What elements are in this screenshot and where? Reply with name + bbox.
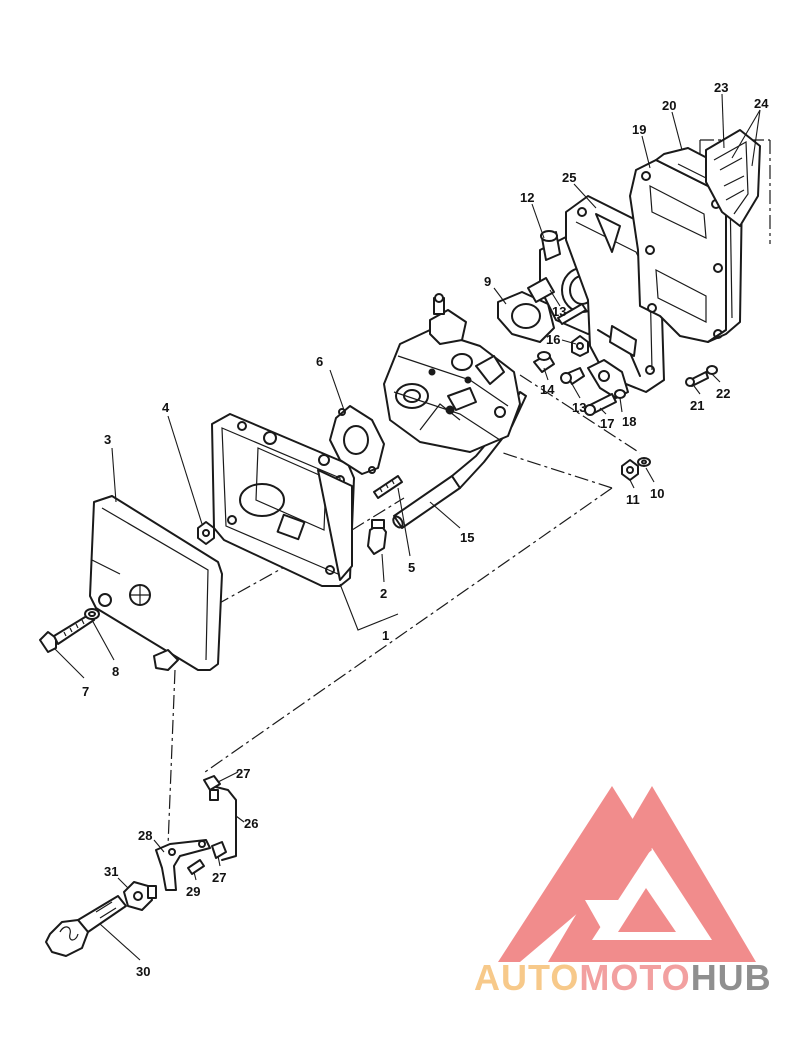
choke-rod-26	[211, 785, 237, 861]
watermark-auto: AUTO	[474, 957, 579, 998]
screw-7	[39, 613, 95, 653]
carburetor-gasket-9	[497, 291, 555, 343]
choke-knob-30	[45, 895, 127, 957]
callout-20: 20	[662, 98, 676, 113]
callout-27-lower: 27	[212, 870, 226, 885]
clip-27-lower	[211, 841, 227, 859]
callout-25: 25	[562, 170, 576, 185]
callout-9: 9	[484, 274, 491, 289]
carburetor-body	[383, 293, 521, 453]
callout-1: 1	[382, 628, 389, 643]
callout-5: 5	[408, 560, 415, 575]
fastener-16	[571, 335, 589, 357]
watermark-triangle-left	[498, 786, 652, 962]
callout-4: 4	[162, 400, 170, 415]
bracket-linkage	[587, 359, 629, 399]
watermark-hub: HUB	[691, 957, 772, 998]
callout-10: 10	[650, 486, 664, 501]
callout-27-upper: 27	[236, 766, 250, 781]
callout-11: 11	[626, 492, 640, 507]
washer-10	[637, 457, 651, 467]
callout-22: 22	[716, 386, 730, 401]
callout-30: 30	[136, 964, 150, 979]
fastener-14	[533, 351, 555, 373]
watermark-wordmark: AUTOMOTOHUB	[474, 957, 772, 998]
leader-lines	[53, 93, 761, 961]
washer-22	[706, 365, 718, 375]
fuel-hose-15	[392, 391, 527, 529]
callout-15: 15	[460, 530, 474, 545]
pin-29	[187, 859, 205, 875]
callout-23: 23	[714, 80, 728, 95]
svg-text:AUTOMOTOHUB: AUTOMOTOHUB	[474, 957, 772, 998]
callout-13-upper: 13	[552, 304, 566, 319]
fitting-2	[367, 519, 387, 555]
callout-7: 7	[82, 684, 89, 699]
callout-26: 26	[244, 816, 258, 831]
screw-13-lower	[560, 367, 585, 385]
callout-12: 12	[520, 190, 534, 205]
watermark-logo	[498, 786, 756, 962]
clip-27-upper	[203, 775, 221, 801]
callout-31: 31	[104, 864, 118, 879]
callout-24: 24	[754, 96, 769, 111]
callout-6: 6	[316, 354, 323, 369]
bushing-31	[123, 881, 157, 911]
callout-28: 28	[138, 828, 152, 843]
callout-29: 29	[186, 884, 200, 899]
reed-valve-assembly-23	[705, 129, 761, 227]
callout-13-lower: 13	[572, 400, 586, 415]
screw-17	[584, 393, 617, 416]
watermark-triangle-core	[618, 888, 676, 932]
callout-19: 19	[632, 122, 646, 137]
callout-3: 3	[104, 432, 111, 447]
callout-17: 17	[600, 416, 614, 431]
nut-4	[197, 521, 215, 545]
carburetor-cover	[89, 495, 223, 671]
stud-5	[373, 475, 403, 499]
screw-21	[685, 371, 709, 387]
watermark-moto: MOTO	[579, 957, 690, 998]
washer-8	[84, 608, 100, 620]
choke-lever-28	[155, 839, 211, 891]
callout-21: 21	[690, 398, 704, 413]
callout-8: 8	[112, 664, 119, 679]
callout-2: 2	[380, 586, 387, 601]
screw-13-upper	[557, 303, 587, 325]
watermark-triangle-inner	[592, 848, 712, 940]
watermark-triangle-notch	[585, 900, 620, 930]
air-silencer-base	[211, 413, 355, 587]
callout-labels: 1 2 3 4 5 6 7 8 9 10 11 12 13 13 14 15 1…	[82, 80, 769, 979]
washer-18	[614, 389, 626, 399]
nut-11	[621, 459, 639, 481]
air-silencer-gasket	[329, 405, 385, 475]
callout-18: 18	[622, 414, 636, 429]
callout-16: 16	[546, 332, 560, 347]
callout-14: 14	[540, 382, 555, 397]
